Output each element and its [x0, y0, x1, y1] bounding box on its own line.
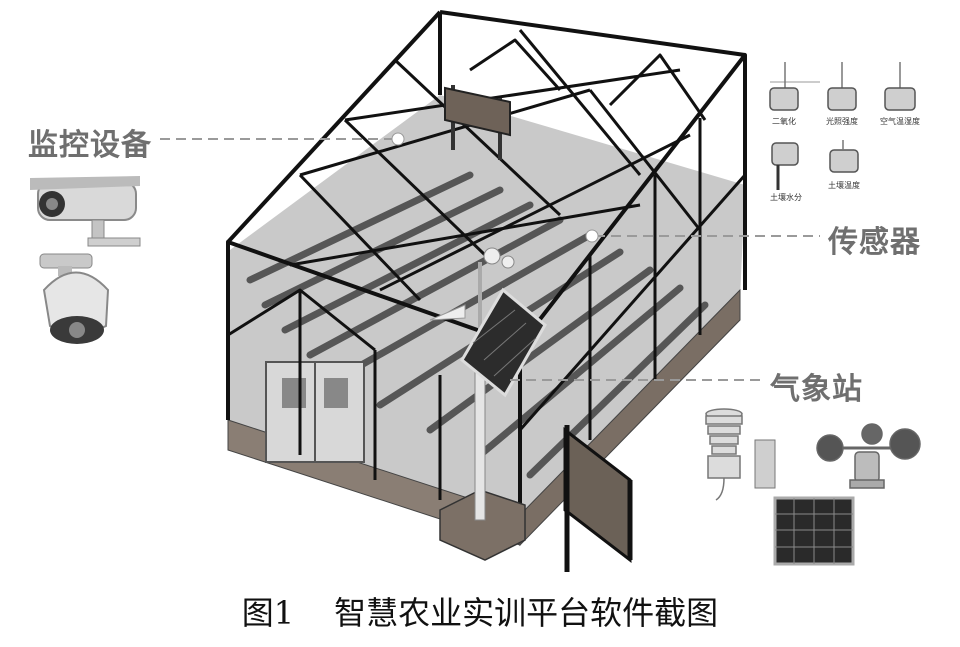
sensor-label: 二氧化 [772, 117, 796, 126]
solar-module-icon [773, 496, 855, 566]
soil-temperature-sensor-icon [829, 149, 859, 173]
anemometer-icon [816, 423, 921, 489]
weather-components [705, 408, 921, 566]
dome-camera-icon [39, 253, 110, 344]
mount-bracket [754, 439, 776, 489]
figure-title: 智慧农业实训平台软件截图 [334, 594, 719, 632]
weather-station-pole [429, 247, 547, 561]
figure-caption: 图1 智慧农业实训平台软件截图 [0, 588, 960, 634]
sensors-label: 传感器 [828, 225, 921, 260]
air-humidity-sensor-icon [884, 87, 916, 111]
greenhouse [226, 10, 747, 572]
radiation-shield-icon [705, 408, 743, 501]
figure-number: 图1 [241, 594, 295, 632]
co2-sensor-icon [769, 87, 799, 111]
sensor-label: 空气温湿度 [880, 117, 920, 126]
light-sensor-icon [827, 87, 857, 111]
entrance-sign-panel [563, 425, 633, 572]
sensor-label: 光照强度 [826, 117, 858, 126]
sensor-devices [769, 62, 916, 190]
sensor-label: 土壤水分 [770, 193, 802, 202]
sensors-point [585, 229, 599, 243]
monitoring-point [391, 132, 405, 146]
greenhouse-frame [226, 10, 747, 515]
cameras [30, 176, 141, 344]
soil-moisture-sensor-icon [771, 142, 799, 166]
sensor-label: 土壤温度 [828, 181, 860, 190]
sign-board [444, 85, 511, 160]
monitoring-label: 监控设备 [28, 128, 152, 163]
bullet-camera-icon [30, 176, 141, 247]
leader-lines [160, 138, 820, 381]
weather-station-label: 气象站 [770, 372, 863, 407]
